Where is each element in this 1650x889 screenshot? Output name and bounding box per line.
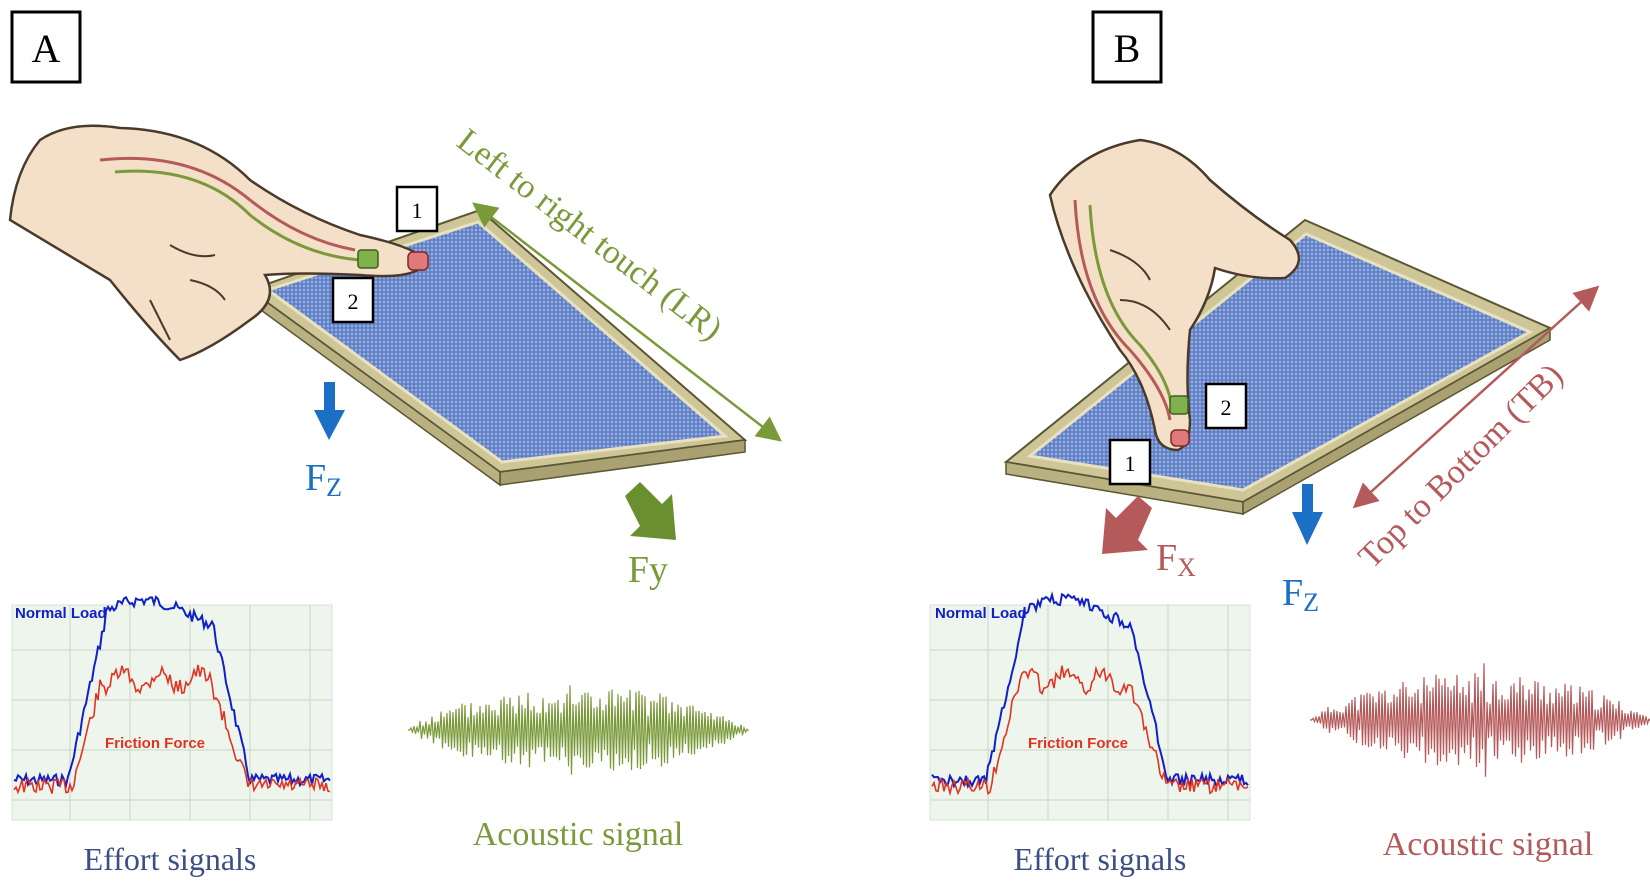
- panel-b-sensor-1: [1170, 429, 1190, 447]
- panel-a-acoustic-caption: Acoustic signal: [473, 816, 684, 853]
- panel-b-friction-force-trace: [931, 665, 1249, 797]
- panel-a: A 1 2 Left to right touch (LR): [8, 10, 782, 877]
- panel-a-normal-load-label: Normal Load: [15, 605, 107, 622]
- panel-b-label-2: 2: [1221, 395, 1232, 420]
- panel-a-fz-arrow: [314, 382, 345, 440]
- panel-a-fy-arrow: [625, 482, 676, 540]
- panel-a-label-1: 1: [412, 198, 423, 223]
- panel-a-effort-caption: Effort signals: [84, 841, 257, 877]
- panel-b-fx-arrow: [1102, 496, 1152, 554]
- panel-a-fy-label: Fy: [628, 549, 668, 591]
- panel-a-sensor-2: [357, 249, 379, 269]
- panel-b-label-1-box: [1108, 438, 1152, 486]
- panel-b: B 2 1 Top to Bottom (TB) FX: [929, 10, 1650, 877]
- panel-a-friction-force-label: Friction Force: [105, 735, 205, 752]
- panel-b-fx-label: FX: [1156, 537, 1196, 582]
- panel-a-effort-chart: Normal Load Friction Force: [11, 594, 333, 821]
- panel-b-hand: [1048, 138, 1300, 452]
- panel-b-label-1: 1: [1125, 451, 1136, 476]
- panel-a-sensor-1: [407, 251, 429, 271]
- panel-b-acoustic-caption: Acoustic signal: [1383, 826, 1594, 863]
- panel-a-hand: [8, 124, 429, 362]
- panel-b-label-2-box: [1204, 382, 1248, 430]
- panel-a-label-2-box: [331, 276, 375, 324]
- panel-a-acoustic-waveform: [408, 685, 749, 775]
- panel-b-normal-load-trace: [931, 591, 1249, 790]
- panel-b-sensor-2: [1169, 395, 1189, 415]
- panel-b-fz-arrow: [1292, 484, 1323, 545]
- panel-b-badge-box: [1091, 10, 1163, 84]
- panel-b-effort-caption: Effort signals: [1014, 841, 1187, 877]
- panel-b-fz-label: FZ: [1282, 572, 1319, 617]
- panel-a-badge-box: [10, 10, 82, 84]
- panel-b-friction-force-label: Friction Force: [1028, 735, 1128, 752]
- panel-a-fz-label: FZ: [305, 457, 342, 502]
- panel-a-direction-arrow: [472, 202, 782, 442]
- panel-a-friction-force-trace: [13, 664, 331, 795]
- panel-b-effort-chart: Normal Load Friction Force: [929, 591, 1251, 821]
- panel-a-badge: A: [32, 26, 61, 71]
- panel-b-direction-arrow: [1352, 285, 1600, 509]
- panel-b-acoustic-waveform: [1310, 663, 1650, 777]
- panel-a-normal-load-trace: [13, 594, 331, 790]
- panel-b-badge: B: [1114, 26, 1141, 71]
- panel-a-label-1-box: [395, 185, 439, 233]
- panel-b-normal-load-label: Normal Load: [935, 605, 1027, 622]
- panel-a-label-2: 2: [348, 289, 359, 314]
